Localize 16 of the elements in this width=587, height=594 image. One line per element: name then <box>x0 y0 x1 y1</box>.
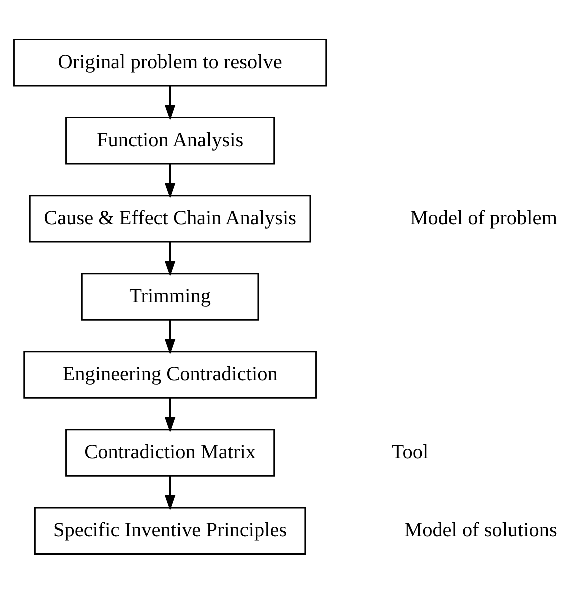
arrow <box>164 164 176 199</box>
node-box: Original problem to resolve <box>14 39 328 87</box>
node-box: Cause & Effect Chain Analysis <box>29 195 312 243</box>
arrow <box>164 86 176 121</box>
node-box: Engineering Contradiction <box>24 351 317 399</box>
label: Tool <box>392 441 429 464</box>
arrow <box>164 476 176 511</box>
label: Model of problem <box>410 207 558 230</box>
node-box: Trimming <box>81 273 260 321</box>
arrow <box>164 320 176 355</box>
label: Model of solutions <box>404 519 558 542</box>
arrow <box>164 242 176 277</box>
node-box: Contradiction Matrix <box>66 429 276 477</box>
arrow <box>164 398 176 433</box>
node-box: Function Analysis <box>66 117 276 165</box>
node-box: Specific Inventive Principles <box>34 507 306 555</box>
